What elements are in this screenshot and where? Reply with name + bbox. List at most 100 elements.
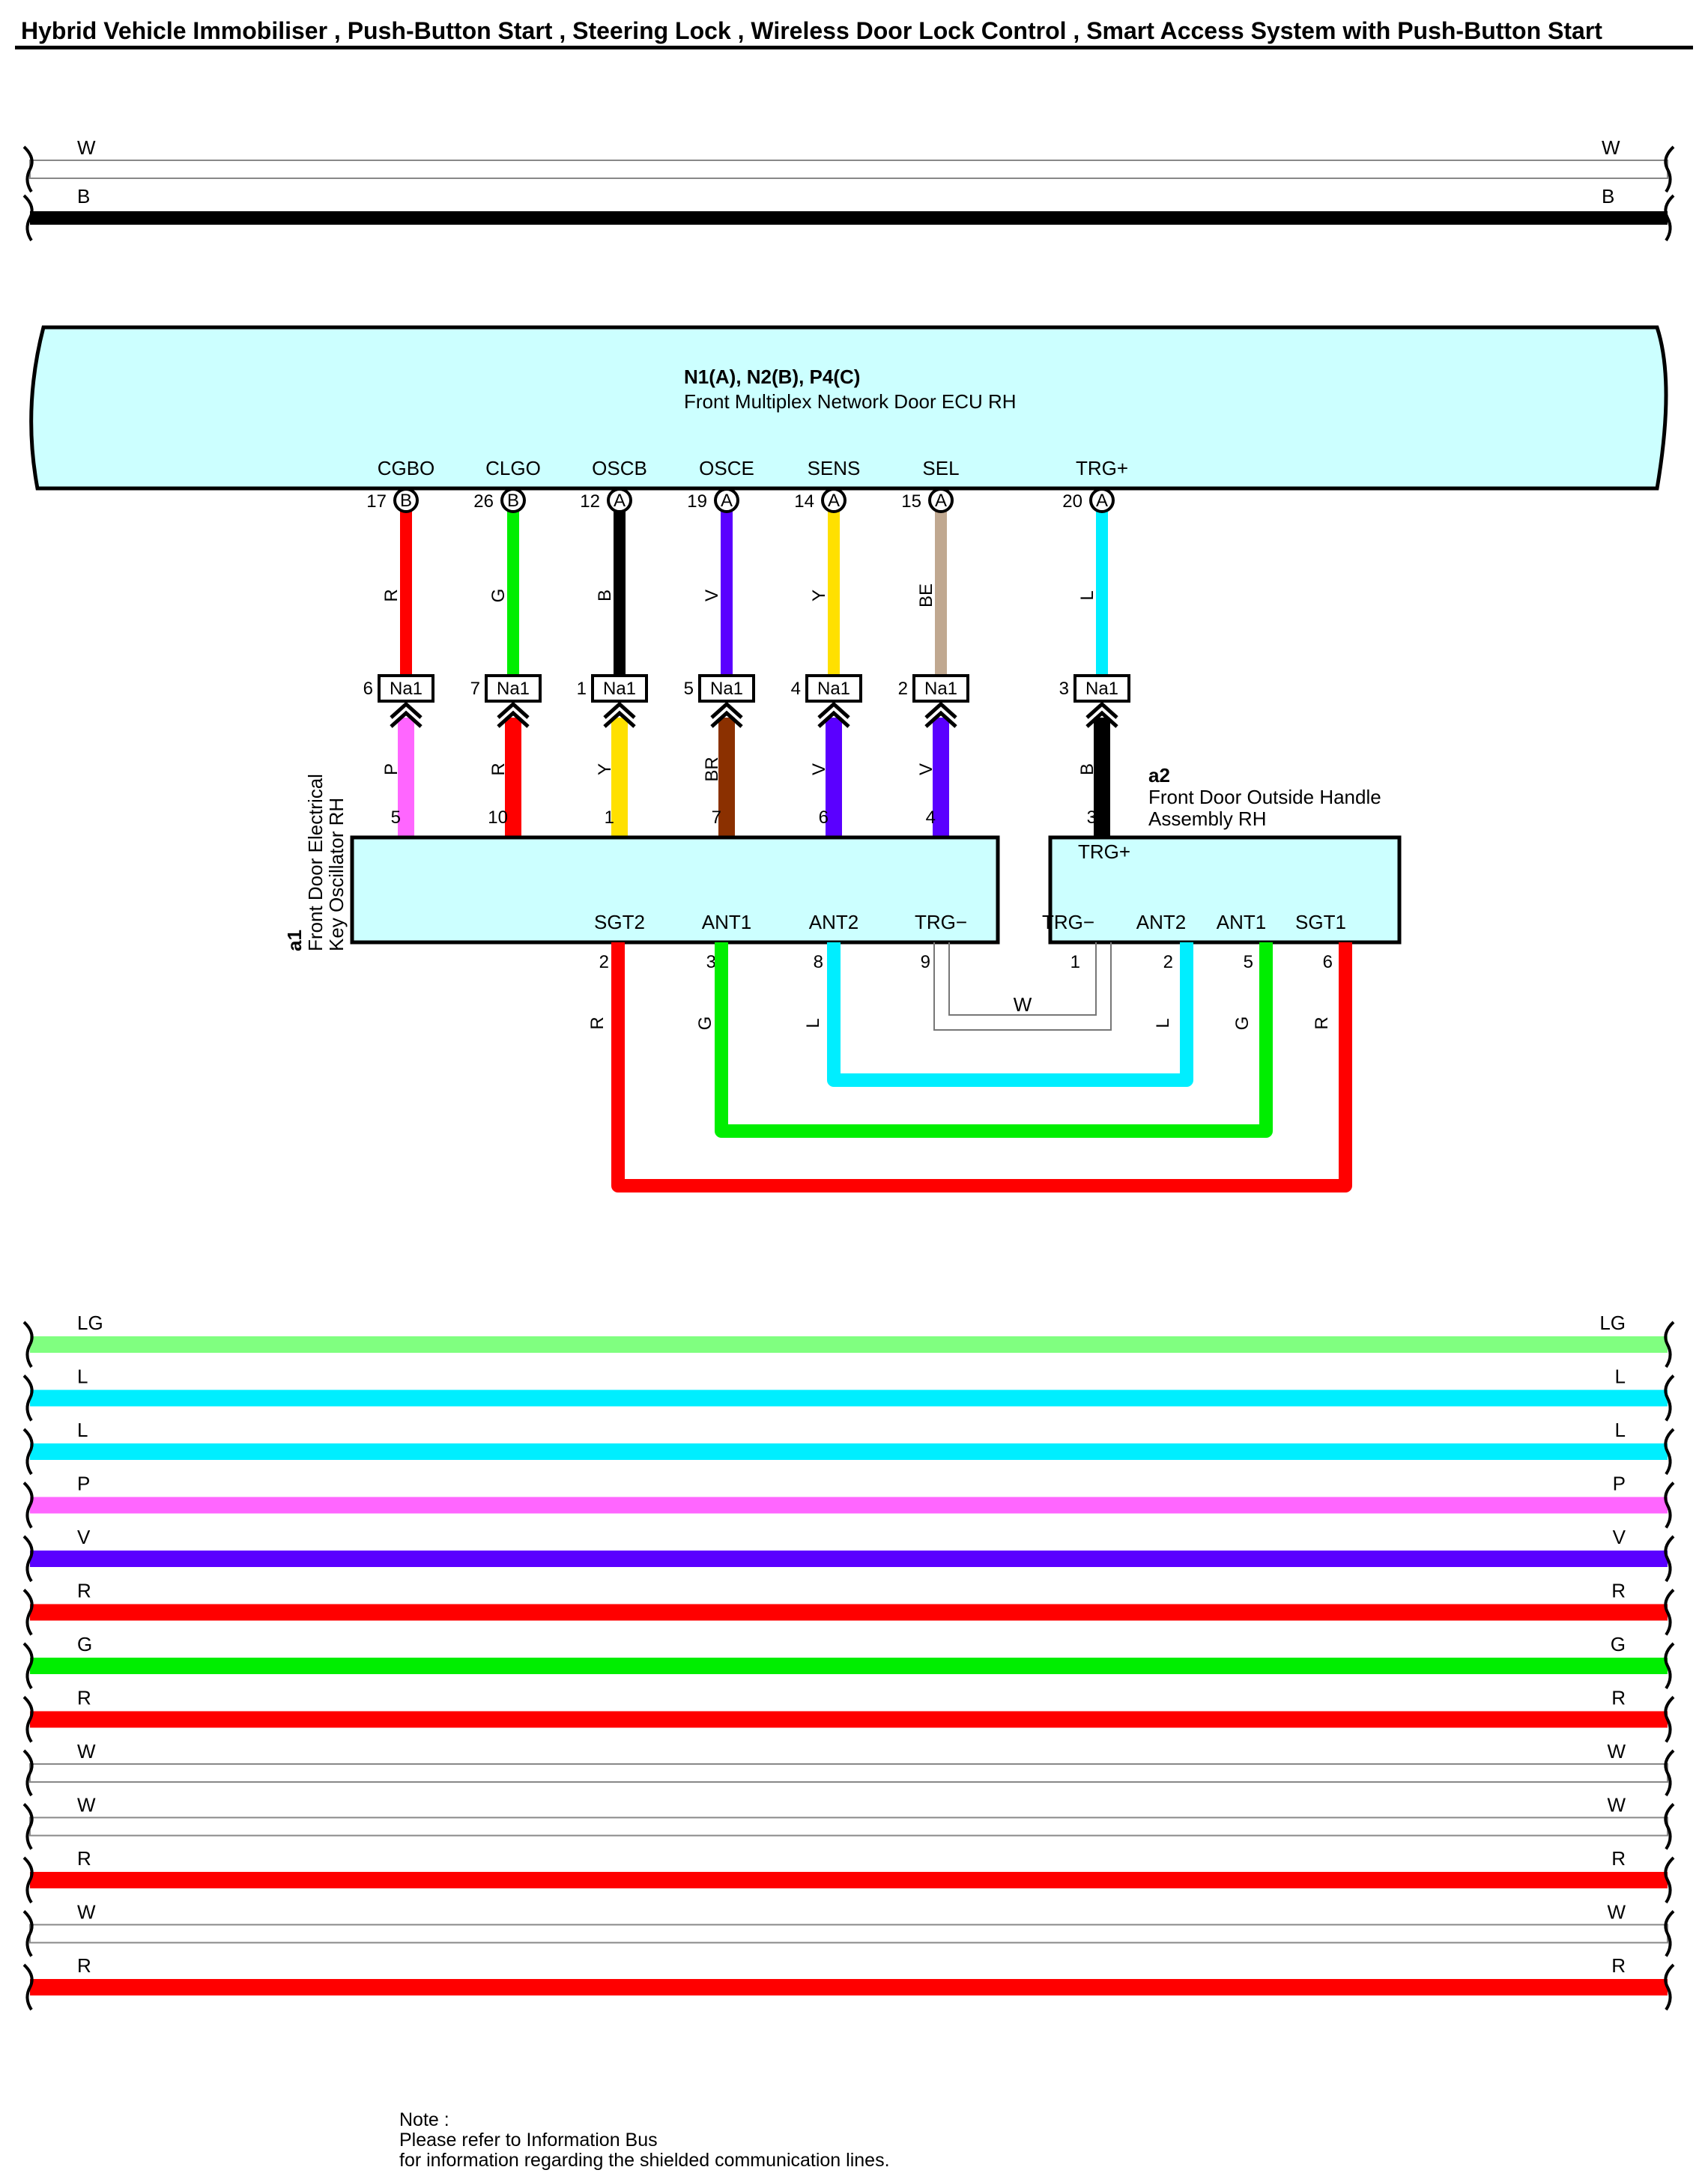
wire-label-ant1-a1: G bbox=[695, 1016, 715, 1031]
connector-chevron-a-3 bbox=[710, 701, 743, 719]
device-a1: a1 Front Door Electrical Key Oscillator … bbox=[283, 774, 1000, 951]
a2-bottom-pin-1: 2 bbox=[1163, 952, 1173, 972]
ecu-pin-conn-1: B bbox=[507, 491, 519, 511]
junction-label-1: Na1 bbox=[497, 679, 530, 699]
top-bus-break-right-0 bbox=[1664, 145, 1675, 193]
junction-pin-4: 4 bbox=[791, 679, 801, 699]
note-line2: Please refer to Information Bus bbox=[399, 2130, 658, 2151]
bottom-bus-break-left-6 bbox=[22, 1642, 34, 1690]
ecu-upper-wire-label-5: BE bbox=[916, 584, 936, 607]
device-pin-3: 7 bbox=[712, 807, 721, 828]
a2-box bbox=[1048, 835, 1402, 945]
ecu-term-1: CLGO bbox=[485, 457, 541, 479]
bottom-bus-break-right-4 bbox=[1664, 1535, 1675, 1583]
w-link-outer bbox=[933, 942, 1112, 1031]
junction-pin-1: 7 bbox=[470, 679, 480, 699]
bottom-bus-break-left-7 bbox=[22, 1696, 34, 1743]
a1-code: a1 bbox=[283, 930, 306, 951]
ecu-pin-circle-1 bbox=[500, 488, 526, 513]
a1-bottom-term-2: ANT2 bbox=[809, 911, 858, 933]
bottom-bus-label-right-0: LG bbox=[1599, 1312, 1626, 1334]
ecu-outline bbox=[29, 325, 1668, 491]
connector-chevron-b-4 bbox=[817, 710, 850, 728]
ecu-pin-conn-6: A bbox=[1096, 491, 1108, 511]
bottom-bus-break-right-6 bbox=[1664, 1642, 1675, 1690]
a2-bottom-pin-0: 1 bbox=[1070, 952, 1080, 972]
bottom-bus-wire-3 bbox=[30, 1497, 1668, 1514]
bottom-bus-break-left-9 bbox=[22, 1803, 34, 1850]
page-title: Hybrid Vehicle Immobiliser , Push-Button… bbox=[21, 17, 1602, 44]
bottom-bus-break-right-9 bbox=[1664, 1803, 1675, 1850]
sgt-loop bbox=[611, 942, 1352, 1192]
junction-pin-6: 3 bbox=[1059, 679, 1069, 699]
w-link-inner bbox=[948, 942, 1097, 1016]
bottom-bus-break-right-3 bbox=[1664, 1482, 1675, 1529]
ecu-pin-num-4: 14 bbox=[794, 491, 814, 512]
a2-bottom-pin-3: 6 bbox=[1323, 952, 1333, 972]
ecu-pin-num-6: 20 bbox=[1062, 491, 1082, 512]
bottom-bus-wire-8 bbox=[29, 1763, 1668, 1783]
junction-label-6: Na1 bbox=[1085, 679, 1118, 699]
a1-box bbox=[350, 835, 1000, 945]
a2-name-line2: Assembly RH bbox=[1148, 807, 1266, 830]
device-pin-5: 4 bbox=[926, 807, 936, 828]
junction-box-5 bbox=[912, 674, 969, 703]
bottom-bus-break-right-7 bbox=[1664, 1696, 1675, 1743]
connector-chevron-a-2 bbox=[603, 701, 636, 719]
bottom-bus-wire-7 bbox=[30, 1711, 1668, 1728]
bottom-bus-wire-1 bbox=[30, 1389, 1668, 1407]
bottom-bus-label-left-12: R bbox=[77, 1954, 91, 1977]
junction-box-1 bbox=[485, 674, 542, 703]
a1-bottom-term-0: SGT2 bbox=[594, 911, 645, 933]
bottom-bus-break-right-10 bbox=[1664, 1856, 1675, 1904]
ecu-pin-num-1: 26 bbox=[473, 491, 494, 512]
bottom-bus-label-left-1: L bbox=[77, 1366, 88, 1388]
ecu-pin-circle-0 bbox=[393, 488, 419, 513]
bottom-bus-break-left-2 bbox=[22, 1428, 34, 1476]
a1-bottom-term-3: TRG− bbox=[915, 911, 967, 933]
junction-pin-2: 1 bbox=[577, 679, 587, 699]
bottom-bus-label-left-4: V bbox=[77, 1526, 91, 1548]
junction-label-0: Na1 bbox=[390, 679, 423, 699]
ecu-pin-num-5: 15 bbox=[901, 491, 921, 512]
ecu-pin-circle-2 bbox=[607, 488, 632, 513]
bottom-bus-label-left-3: P bbox=[77, 1473, 90, 1495]
ecu-upper-wire-label-6: L bbox=[1077, 590, 1097, 600]
bottom-bus-label-right-10: R bbox=[1611, 1847, 1626, 1870]
top-bus-break-left-1 bbox=[22, 194, 34, 242]
connector-chevron-a-5 bbox=[924, 701, 957, 719]
junction-box-4 bbox=[805, 674, 862, 703]
bottom-bus-wire-12 bbox=[30, 1979, 1668, 1995]
ecu-pin-conn-3: A bbox=[721, 491, 733, 511]
a1-name-line2: Key Oscillator RH bbox=[325, 798, 348, 951]
device-pin-2: 1 bbox=[605, 807, 614, 828]
junction-box-0 bbox=[378, 674, 434, 703]
bottom-bus-break-right-5 bbox=[1664, 1589, 1675, 1636]
junction-label-4: Na1 bbox=[817, 679, 850, 699]
junction-pin-5: 2 bbox=[898, 679, 908, 699]
a2-top-term: TRG+ bbox=[1078, 840, 1130, 863]
bottom-bus-wire-2 bbox=[30, 1443, 1668, 1460]
junction-pin-0: 6 bbox=[363, 679, 373, 699]
bottom-bus-wire-0 bbox=[30, 1336, 1668, 1353]
ecu-upper-wire-label-0: R bbox=[381, 589, 402, 601]
ecu-lower-wire-label-3: BR bbox=[702, 757, 722, 781]
bottom-bus-wire-10 bbox=[30, 1872, 1668, 1888]
bottom-bus-label-right-7: R bbox=[1611, 1687, 1626, 1709]
device-pin-0: 5 bbox=[391, 807, 401, 828]
a2-bottom-term-2: ANT1 bbox=[1217, 911, 1266, 933]
note-line3: for information regarding the shielded c… bbox=[399, 2150, 890, 2171]
bottom-bus-break-left-5 bbox=[22, 1589, 34, 1636]
bottom-bus-label-left-11: W bbox=[77, 1901, 96, 1924]
top-bus-break-left-0 bbox=[22, 145, 34, 193]
bottom-bus-break-left-11 bbox=[22, 1910, 34, 1957]
device-pin-6: 3 bbox=[1087, 807, 1097, 828]
ecu-pin-num-3: 19 bbox=[687, 491, 707, 512]
bottom-bus-break-left-4 bbox=[22, 1535, 34, 1583]
junction-pin-3: 5 bbox=[684, 679, 694, 699]
ecu-pin-conn-0: B bbox=[400, 491, 412, 511]
ecu-upper-wire-label-3: V bbox=[702, 590, 722, 601]
